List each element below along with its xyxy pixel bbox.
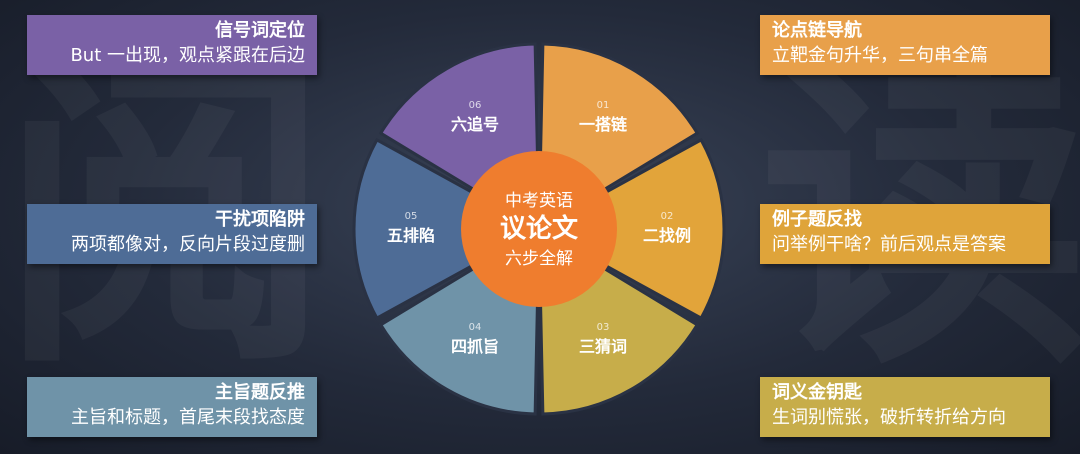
card-subtitle: 问举例干啥？前后观点是答案 [772,234,1006,255]
card-subtitle: 主旨和标题，首尾末段找态度 [71,407,305,428]
center-line-3: 六步全解 [505,249,573,269]
segment-2 [541,137,726,321]
segment-number: 01 [597,100,610,111]
card-example-question: 例子题反找 问举例干啥？前后观点是答案 [760,204,1050,264]
card-title: 词义金钥匙 [772,382,862,403]
card-title: 信号词定位 [215,20,305,41]
segment-label: 一搭链 [579,115,628,134]
card-subtitle: 两项都像对，反向片段过度删 [71,234,305,255]
card-vocab-key: 词义金钥匙 生词别慌张，破折转折给方向 [760,377,1050,437]
center-line-2: 议论文 [500,213,579,244]
card-title: 论点链导航 [772,20,862,41]
card-signal-word: 信号词定位 But 一出现，观点紧跟在后边 [27,15,317,75]
segment-label: 四抓旨 [451,337,499,356]
segment-number: 04 [469,322,482,333]
segment-number: 03 [597,322,610,333]
segment-number: 02 [661,211,674,222]
card-distractor-trap: 干扰项陷阱 两项都像对，反向片段过度删 [27,204,317,264]
card-title: 主旨题反推 [215,382,305,403]
card-subtitle: But 一出现，观点紧跟在后边 [70,45,305,66]
card-title: 干扰项陷阱 [215,209,305,230]
segment-label: 六追号 [451,115,499,134]
center-line-1: 中考英语 [505,191,573,211]
card-subtitle: 立靶金句升华，三句串全篇 [772,45,988,66]
segment-number: 06 [469,100,482,111]
segment-number: 05 [405,211,418,222]
segment-5 [352,137,537,321]
card-title: 例子题反找 [772,209,862,230]
segment-label: 二找例 [643,226,691,245]
segment-label: 三猜词 [579,337,627,356]
card-main-idea: 主旨题反推 主旨和标题，首尾末段找态度 [27,377,317,437]
card-subtitle: 生词别慌张，破折转折给方向 [772,407,1006,428]
segment-label: 五排陷 [387,226,435,245]
center-circle [461,151,617,307]
card-argument-chain: 论点链导航 立靶金句升华，三句串全篇 [760,15,1050,75]
